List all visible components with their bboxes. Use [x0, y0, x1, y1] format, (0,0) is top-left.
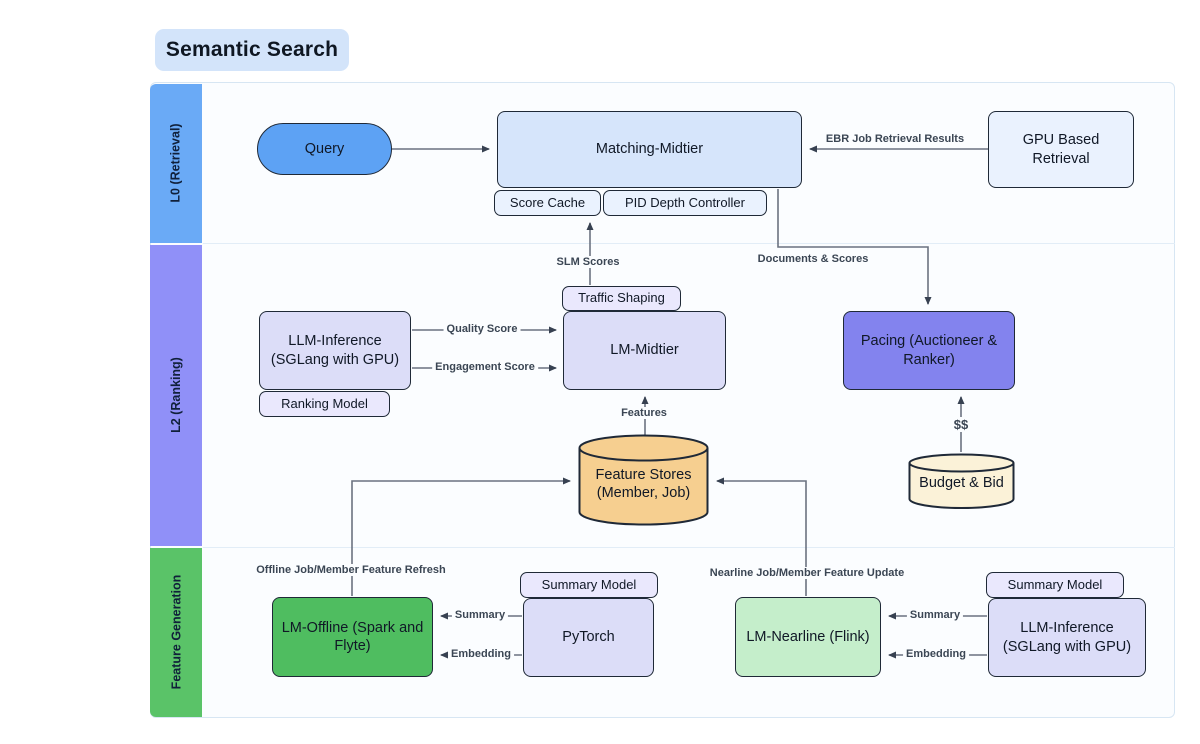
- edge-label-engagement-score: Engagement Score: [432, 361, 538, 373]
- node-ranking-model-label: Ranking Model: [281, 395, 368, 411]
- node-query: Query: [257, 123, 392, 175]
- node-lm-midtier-label: LM-Midtier: [610, 342, 679, 359]
- node-lm-offline-label: LM-Offline (Spark and Flyte): [281, 619, 424, 654]
- node-score-cache-label: Score Cache: [509, 194, 586, 210]
- lane-l2-ranking: L2 (Ranking): [150, 244, 202, 546]
- node-feature-stores-label: Feature Stores (Member, Job): [595, 467, 692, 502]
- page-title: Semantic Search: [155, 29, 349, 71]
- node-lm-nearline-label: LM-Nearline (Flink): [746, 628, 870, 645]
- lane-divider-l2-fg: [203, 547, 1175, 548]
- lane-divider-l0-l2: [203, 243, 1175, 244]
- node-budget-bid: Budget & Bid: [908, 453, 1015, 510]
- edge-label-quality-score: Quality Score: [443, 323, 521, 335]
- node-pacing-label: Pacing (Auctioneer & Ranker): [860, 333, 998, 368]
- node-matching-midtier: Matching-Midtier: [497, 111, 802, 188]
- node-pid-depth-controller-label: PID Depth Controller: [625, 194, 745, 210]
- node-gpu-based-retrieval-label: GPU Based Retrieval: [1022, 132, 1100, 167]
- node-matching-midtier-label: Matching-Midtier: [595, 141, 704, 158]
- node-llm-inference-feature-gen: LLM-Inference (SGLang with GPU): [988, 598, 1146, 677]
- lane-fg-label: Feature Generation: [169, 574, 183, 690]
- node-traffic-shaping-label: Traffic Shaping: [578, 290, 665, 306]
- lane-l0-retrieval: L0 (Retrieval): [150, 83, 202, 243]
- node-feature-stores: Feature Stores (Member, Job): [578, 434, 709, 526]
- edge-label-summary-nearline: Summary: [906, 609, 964, 621]
- node-query-label: Query: [304, 140, 345, 157]
- node-llm-inference-ranking-label: LLM-Inference (SGLang with GPU): [270, 333, 400, 368]
- node-pid-depth-controller: PID Depth Controller: [603, 190, 767, 216]
- node-ranking-model: Ranking Model: [259, 391, 390, 417]
- node-lm-offline: LM-Offline (Spark and Flyte): [272, 597, 433, 677]
- node-summary-model-offline-label: Summary Model: [541, 576, 637, 592]
- node-lm-nearline: LM-Nearline (Flink): [735, 597, 881, 677]
- lane-feature-generation: Feature Generation: [150, 548, 202, 717]
- node-pacing-auctioneer-ranker: Pacing (Auctioneer & Ranker): [843, 311, 1015, 390]
- node-summary-model-nearline: Summary Model: [986, 572, 1124, 598]
- edge-label-embedding-nearline: Embedding: [903, 648, 969, 660]
- node-budget-bid-label: Budget & Bid: [919, 475, 1004, 491]
- budget-bid-cylinder-shape: [908, 453, 1015, 509]
- node-lm-midtier: LM-Midtier: [563, 311, 726, 390]
- node-gpu-based-retrieval: GPU Based Retrieval: [988, 111, 1134, 188]
- node-pytorch: PyTorch: [523, 598, 654, 677]
- node-summary-model-nearline-label: Summary Model: [1007, 576, 1103, 592]
- edge-label-slm-scores: SLM Scores: [553, 256, 623, 268]
- node-score-cache: Score Cache: [494, 190, 601, 216]
- node-llm-inference-ranking: LLM-Inference (SGLang with GPU): [259, 311, 411, 390]
- edge-label-documents-scores: Documents & Scores: [754, 253, 872, 265]
- edge-label-dollars: $$: [950, 417, 972, 432]
- node-llm-inference-feature-gen-label: LLM-Inference (SGLang with GPU): [1002, 620, 1132, 655]
- edge-label-ebr-job-retrieval-results: EBR Job Retrieval Results: [822, 133, 968, 145]
- node-summary-model-offline: Summary Model: [520, 572, 658, 598]
- edge-label-nearline-feature-update: Nearline Job/Member Feature Update: [706, 567, 908, 579]
- node-traffic-shaping: Traffic Shaping: [562, 286, 681, 311]
- edge-label-embedding-offline: Embedding: [448, 648, 514, 660]
- edge-label-offline-feature-refresh: Offline Job/Member Feature Refresh: [253, 564, 449, 576]
- edge-label-summary-offline: Summary: [451, 609, 509, 621]
- lane-l2-label: L2 (Ranking): [169, 357, 184, 433]
- node-pytorch-label: PyTorch: [562, 629, 615, 646]
- feature-stores-cylinder-shape: [578, 434, 709, 526]
- edge-label-features: Features: [618, 407, 670, 419]
- lane-l0-label: L0 (Retrieval): [169, 123, 184, 203]
